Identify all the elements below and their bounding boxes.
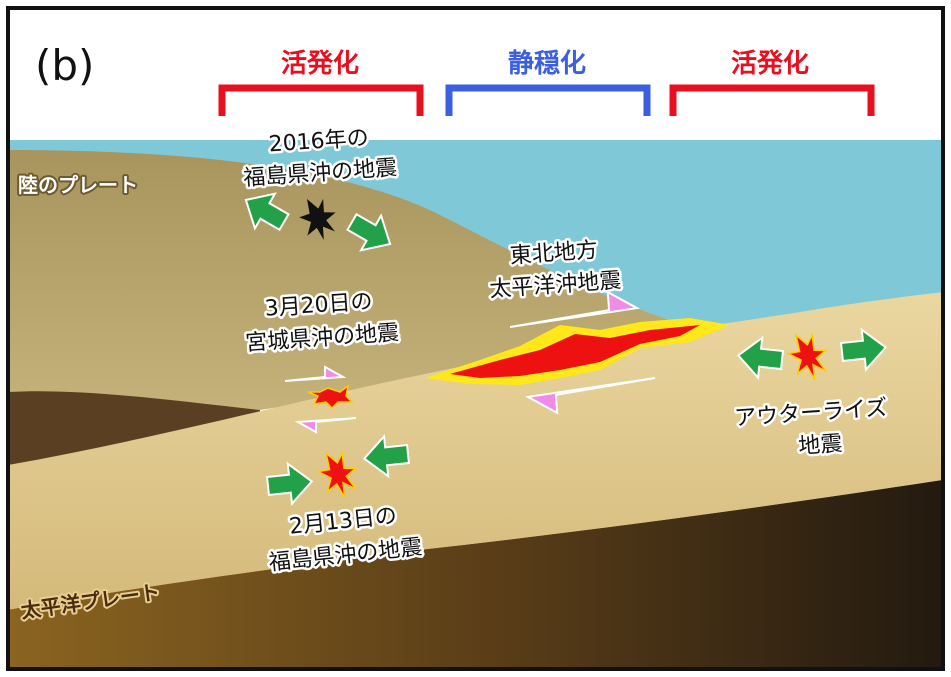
green-arrow-icon <box>839 327 888 372</box>
header-label-left: 活発化 <box>281 49 359 79</box>
slab-underside <box>8 480 943 669</box>
header-label-right: 活発化 <box>731 49 809 79</box>
pink-half-arrow-icon <box>284 365 347 382</box>
continental-plate-label: 陸のプレート <box>18 173 138 197</box>
green-arrow-icon <box>736 335 785 380</box>
starburst-icon <box>307 384 354 410</box>
header-bracket-center <box>445 84 651 116</box>
pink-half-arrow-icon <box>509 290 641 328</box>
header-bracket-right <box>669 84 875 116</box>
green-arrow-icon <box>244 192 290 232</box>
starburst-icon <box>299 198 336 241</box>
panel-label: (b) <box>35 41 94 90</box>
outer-rise-label-line2: 地震 <box>798 431 844 459</box>
header-bracket-left <box>218 84 424 116</box>
pacific-plate <box>8 292 943 610</box>
starburst-icon <box>785 332 828 381</box>
header-label-center: 静穏化 <box>508 48 586 79</box>
starburst-icon <box>315 450 358 499</box>
header-activity: 活発化 静穏化 活発化 <box>218 48 875 116</box>
frame-border <box>6 6 945 671</box>
pink-half-arrow-icon <box>524 377 656 415</box>
pink-half-arrow-icon <box>294 417 357 434</box>
green-arrow-icon <box>362 434 411 479</box>
green-arrow-icon <box>265 461 314 506</box>
green-arrow-icon <box>346 212 392 252</box>
rupture-core-starburst-icon <box>450 325 700 378</box>
